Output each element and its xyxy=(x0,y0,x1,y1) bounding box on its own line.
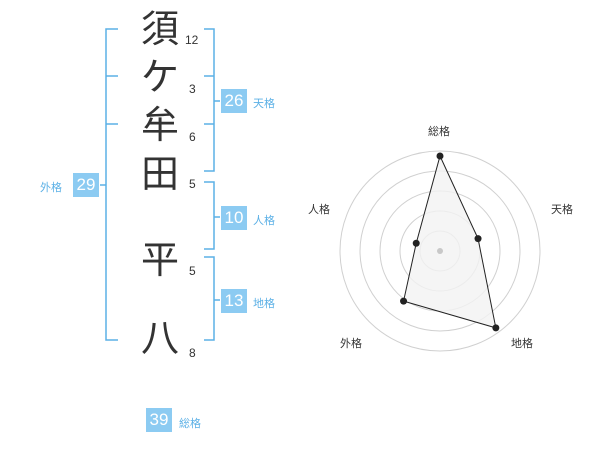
tenkaku-value: 26 xyxy=(221,89,247,113)
radar-center-dot xyxy=(437,248,443,254)
tenkaku-label: 天格 xyxy=(253,97,275,110)
radar-point-4 xyxy=(412,239,420,247)
radar-data-area xyxy=(402,154,497,329)
chikaku-bracket xyxy=(204,256,215,341)
soukaku-value: 39 xyxy=(146,408,172,432)
chikaku-value: 13 xyxy=(221,289,247,313)
given-char-1-strokes: 5 xyxy=(189,264,196,278)
radar-label-soukaku: 総格 xyxy=(428,125,450,138)
gaikaku-value: 29 xyxy=(73,173,99,197)
given-char-2: 八 xyxy=(141,316,180,360)
chikaku-label: 地格 xyxy=(253,297,275,310)
jinkaku-label: 人格 xyxy=(253,214,275,227)
surname-char-4: 田 xyxy=(141,152,180,196)
given-char-2-strokes: 8 xyxy=(189,346,196,360)
soukaku-label: 総格 xyxy=(179,417,201,430)
surname-char-3-strokes: 6 xyxy=(189,130,196,144)
surname-char-2: ケ xyxy=(141,55,180,99)
jinkaku-bracket xyxy=(204,181,215,250)
surname-char-3: 牟 xyxy=(141,103,180,147)
radar-point-2 xyxy=(492,324,500,332)
radar-point-0 xyxy=(436,152,444,160)
radar-grid-ring xyxy=(339,150,541,352)
radar-point-3 xyxy=(400,297,408,305)
radar-point-1 xyxy=(474,235,482,243)
surname-char-2-strokes: 3 xyxy=(189,82,196,96)
radar-label-tenkaku: 天格 xyxy=(551,203,573,216)
radar-label-chikaku: 地格 xyxy=(511,337,533,350)
given-char-1: 平 xyxy=(141,238,180,282)
surname-char-4-strokes: 5 xyxy=(189,177,196,191)
tenkaku-bracket xyxy=(204,28,215,172)
surname-char-1-strokes: 12 xyxy=(185,33,199,47)
radar-label-gaikaku: 外格 xyxy=(340,337,362,350)
jinkaku-value: 10 xyxy=(221,206,247,230)
gaikaku-label: 外格 xyxy=(40,181,62,194)
surname-char-1: 須 xyxy=(141,7,180,51)
radar-label-jinkaku: 人格 xyxy=(308,203,330,216)
